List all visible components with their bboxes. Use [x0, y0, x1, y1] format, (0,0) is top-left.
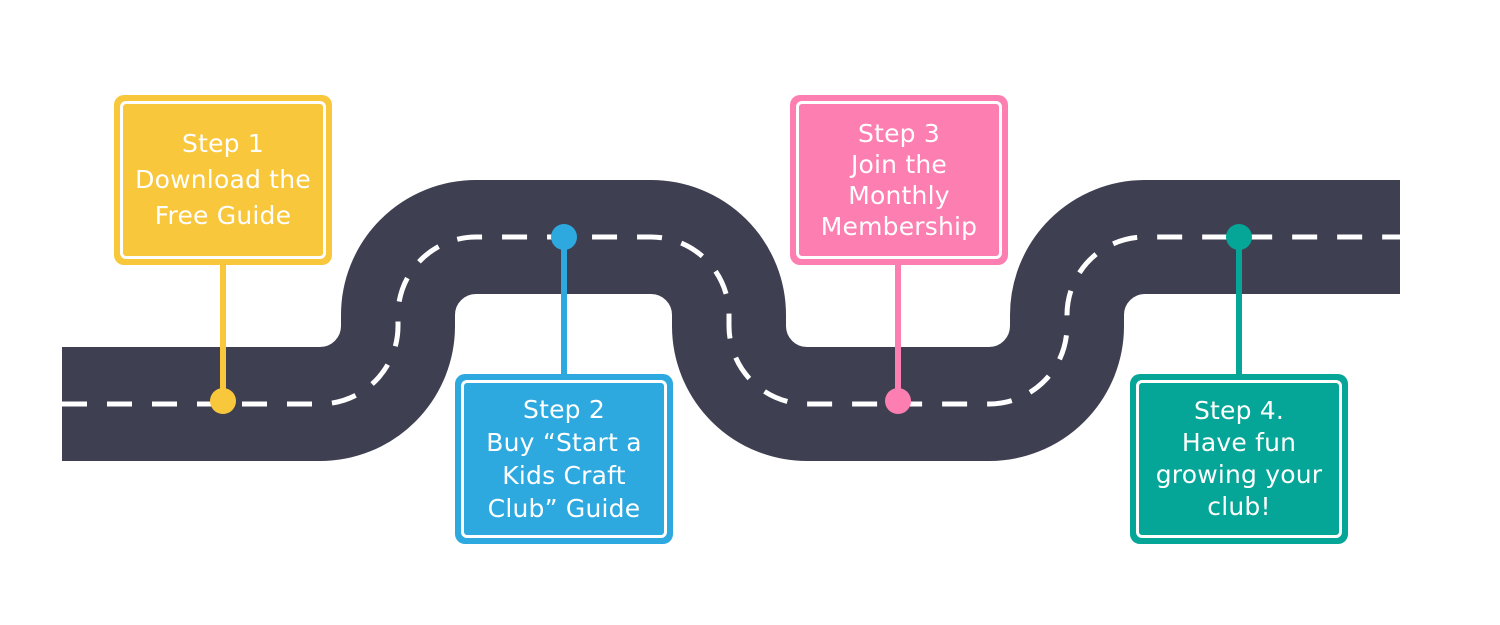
step-2-title: Step 2	[523, 395, 605, 424]
step-1-line-2: Download the	[135, 165, 311, 194]
step-3-sign: Step 3 Join the Monthly Membership	[790, 95, 1008, 265]
step-2-line-2: Buy “Start a	[486, 428, 642, 457]
step-1-sign: Step 1 Download the Free Guide	[114, 95, 332, 265]
step-3-line-3: Monthly	[848, 181, 950, 210]
step-4-title: Step 4.	[1193, 396, 1285, 425]
step-2-line-4: Club” Guide	[487, 494, 641, 523]
step-4-sign-face: Step 4. Have fun growing your club!	[1136, 380, 1342, 538]
step-4-sign: Step 4. Have fun growing your club!	[1130, 374, 1348, 544]
step-1-title: Step 1	[182, 129, 264, 158]
step-3-line-2: Join the	[850, 150, 948, 179]
step-1-line-3: Free Guide	[154, 201, 292, 230]
step-4-line-3: growing your	[1155, 460, 1323, 489]
step-4-marker	[1226, 224, 1252, 250]
lane-dashes	[62, 234, 1400, 407]
step-2-sign: Step 2 Buy “Start a Kids Craft Club” Gui…	[455, 374, 673, 544]
step-2-marker	[551, 224, 577, 250]
step-1-marker	[210, 388, 236, 414]
step-2-sign-face: Step 2 Buy “Start a Kids Craft Club” Gui…	[461, 380, 667, 538]
step-3-marker	[885, 388, 911, 414]
step-3-sign-face: Step 3 Join the Monthly Membership	[796, 101, 1002, 259]
step-2-line-3: Kids Craft	[502, 461, 626, 490]
step-1-sign-face: Step 1 Download the Free Guide	[120, 101, 326, 259]
sign-posts	[210, 224, 1252, 414]
step-3-title: Step 3	[858, 119, 940, 148]
step-4-line-4: club!	[1207, 492, 1271, 521]
step-3-line-4: Membership	[820, 212, 978, 241]
step-4-line-2: Have fun	[1181, 428, 1297, 457]
